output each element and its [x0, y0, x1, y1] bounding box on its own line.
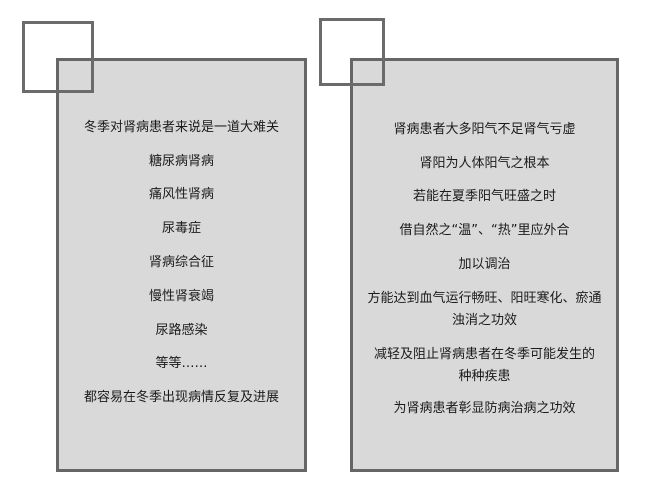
- right-card-line: 为肾病患者彰显防病治病之功效: [393, 401, 576, 416]
- left-card-line: 糖尿病肾病: [148, 154, 214, 169]
- right-info-card: 肾病患者大多阳气不足肾气亏虚 肾阳为人体阳气之根本 若能在夏季阳气旺盛之时 借自…: [350, 58, 619, 472]
- right-card-line: 浊消之功效: [451, 313, 517, 328]
- right-card-line: 借自然之“温”、“热”里应外合: [399, 223, 570, 238]
- left-card-line: 冬季对肾病患者来说是一道大难关: [83, 120, 279, 135]
- right-card-line: 种种疾患: [458, 369, 511, 384]
- right-card-line: 减轻及阻止肾病患者在冬季可能发生的: [373, 347, 595, 362]
- left-card-line: 慢性肾衰竭: [148, 289, 214, 304]
- right-decorative-square: [319, 18, 385, 86]
- left-card-line: 都容易在冬季出现病情反复及进展: [83, 390, 279, 405]
- right-card-line: 若能在夏季阳气旺盛之时: [412, 189, 556, 204]
- right-card-line: 方能达到血气运行畅旺、阳旺寒化、瘀通: [367, 291, 602, 306]
- left-card-line: 尿路感染: [155, 323, 208, 338]
- right-card-line: 肾阳为人体阳气之根本: [419, 156, 550, 171]
- left-card-line: 等等……: [155, 356, 208, 371]
- left-card-line: 肾病综合征: [148, 255, 214, 270]
- left-card-line: 痛风性肾病: [148, 187, 214, 202]
- left-decorative-square: [22, 21, 94, 93]
- right-card-line: 加以调治: [458, 257, 511, 272]
- left-card-line: 尿毒症: [161, 221, 201, 236]
- left-info-card: 冬季对肾病患者来说是一道大难关 糖尿病肾病 痛风性肾病 尿毒症 肾病综合征 慢性…: [56, 58, 307, 472]
- right-card-line: 肾病患者大多阳气不足肾气亏虚: [393, 122, 576, 137]
